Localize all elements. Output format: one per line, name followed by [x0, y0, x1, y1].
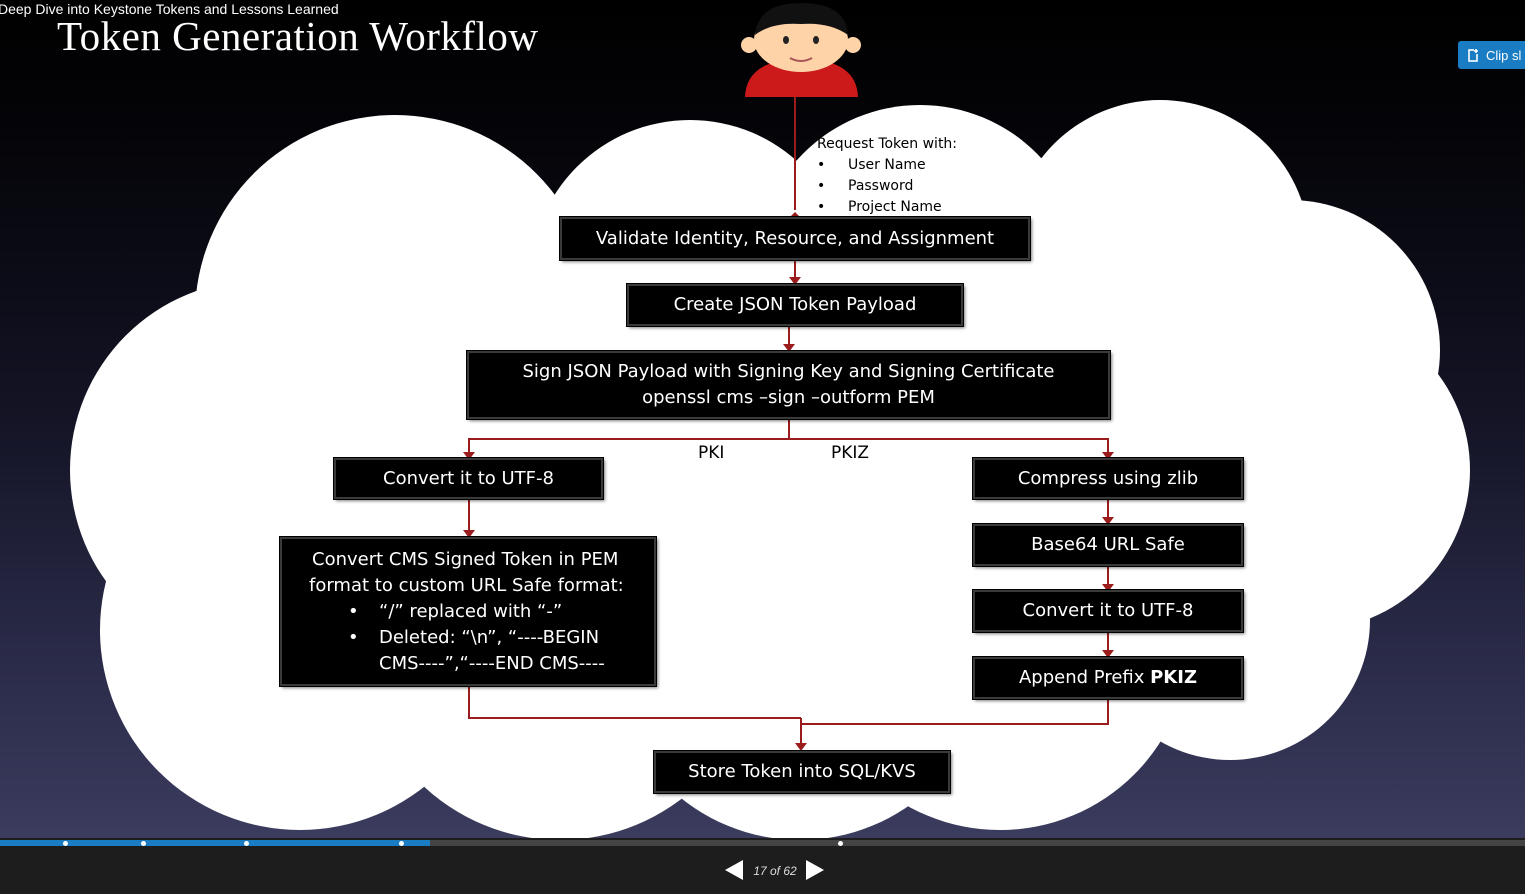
flow-connectors — [468, 97, 1109, 743]
progress-marker[interactable] — [141, 841, 146, 846]
step-append-prefix: Append Prefix PKIZ — [973, 657, 1243, 699]
request-token-title: Request Token with: — [817, 136, 958, 152]
slide-heading: Token Generation Workflow — [57, 13, 539, 59]
cloud-shape — [70, 100, 1470, 838]
step-sign-payload: Sign JSON Payload with Signing Key and S… — [467, 351, 1110, 419]
request-item: Password — [817, 176, 957, 197]
request-item: User Name — [817, 155, 957, 176]
append-prefix-text: Append Prefix — [1018, 667, 1151, 688]
cms-head-1: Convert CMS Signed Token in PEM — [312, 549, 619, 570]
clip-slide-button[interactable]: Clip sl — [1458, 41, 1525, 69]
workflow-diagram — [70, 3, 1470, 838]
step-store-token: Store Token into SQL/KVS — [654, 751, 950, 793]
clip-button-label: Clip sl — [1486, 47, 1522, 63]
progress-bar[interactable] — [0, 840, 1525, 846]
cms-bullet: “/” replaced with “-” — [282, 599, 644, 625]
sign-line-1: Sign JSON Payload with Signing Key and S… — [522, 361, 1055, 382]
deck-title: Deep Dive into Keystone Tokens and Lesso… — [0, 1, 339, 17]
progress-marker[interactable] — [399, 841, 404, 846]
step-validate: Validate Identity, Resource, and Assignm… — [560, 217, 1030, 260]
step-create-payload: Create JSON Token Payload — [627, 284, 963, 326]
step-base64: Base64 URL Safe — [973, 524, 1243, 566]
triangle-left-icon — [725, 860, 743, 880]
user-icon — [741, 3, 861, 97]
request-token-note: Request Token with: User Name Password P… — [817, 134, 957, 218]
sign-line-2: openssl cms –sign –outform PEM — [642, 387, 935, 408]
branch-label-pkiz: PKIZ — [831, 443, 870, 463]
triangle-right-icon — [806, 860, 824, 880]
slide-counter: 17 of 62 — [753, 864, 797, 878]
cms-bullet: Deleted: “\n”, “----BEGINCMS----”,“----E… — [282, 625, 644, 677]
step-compress: Compress using zlib — [973, 458, 1243, 499]
player-controls: 17 of 62 — [0, 838, 1525, 894]
progress-marker[interactable] — [244, 841, 249, 846]
flow-arrowheads — [463, 212, 1114, 751]
next-slide-button[interactable] — [806, 860, 824, 880]
step-pkiz-utf8: Convert it to UTF-8 — [973, 590, 1243, 632]
progress-marker[interactable] — [838, 841, 843, 846]
append-prefix-bold: PKIZ — [1150, 667, 1197, 688]
step-pki-utf8: Convert it to UTF-8 — [334, 458, 603, 499]
request-token-list: User Name Password Project Name — [817, 155, 957, 218]
previous-slide-button[interactable] — [725, 860, 743, 880]
request-item: Project Name — [817, 197, 957, 218]
step-cms-format: Convert CMS Signed Token in PEM format t… — [280, 537, 656, 686]
progress-marker[interactable] — [63, 841, 68, 846]
cms-head-2: format to custom URL Safe format: — [309, 575, 624, 596]
progress-fill — [0, 840, 430, 846]
slide-canvas: Deep Dive into Keystone Tokens and Lesso… — [0, 0, 1525, 838]
branch-label-pki: PKI — [698, 443, 725, 463]
cms-bullets: “/” replaced with “-” Deleted: “\n”, “--… — [282, 599, 644, 677]
clip-icon — [1468, 48, 1480, 62]
